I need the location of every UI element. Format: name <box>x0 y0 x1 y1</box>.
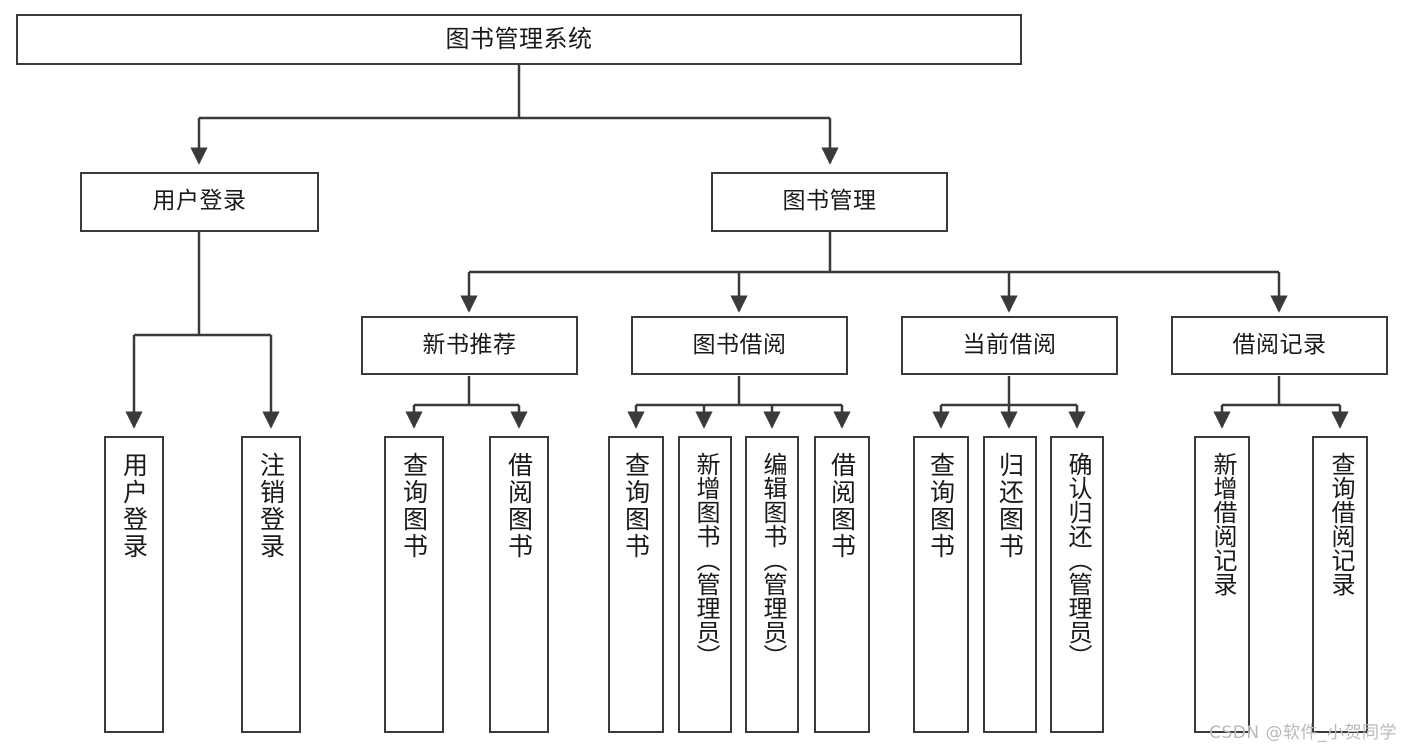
leaf-book-borrow-query[interactable]: 查询图书 <box>608 436 664 733</box>
leaf-user-login-login-label: 用户登录 <box>119 452 149 560</box>
leaf-new-book-borrow[interactable]: 借阅图书 <box>489 436 549 733</box>
leaf-book-borrow-edit[interactable]: 编辑图书（管理员） <box>745 436 799 733</box>
node-book-borrow[interactable]: 图书借阅 <box>631 316 848 375</box>
leaf-book-borrow-borrow[interactable]: 借阅图书 <box>814 436 870 733</box>
node-new-book-recommend-label: 新书推荐 <box>422 331 517 358</box>
leaf-current-borrow-return[interactable]: 归还图书 <box>983 436 1037 733</box>
leaf-book-borrow-add[interactable]: 新增图书（管理员） <box>678 436 732 733</box>
leaf-current-borrow-query-label: 查询图书 <box>926 452 956 560</box>
leaf-current-borrow-confirm[interactable]: 确认归还（管理员） <box>1050 436 1104 733</box>
leaf-book-borrow-borrow-label: 借阅图书 <box>827 452 857 560</box>
node-user-login-label: 用户登录 <box>152 188 247 215</box>
node-book-borrow-label: 图书借阅 <box>692 331 787 358</box>
leaf-current-borrow-query[interactable]: 查询图书 <box>913 436 969 733</box>
leaf-book-borrow-query-label: 查询图书 <box>621 452 651 560</box>
node-user-login[interactable]: 用户登录 <box>80 172 319 232</box>
node-current-borrow-label: 当前借阅 <box>962 331 1057 358</box>
leaf-book-borrow-add-label: 新增图书（管理员） <box>691 452 720 668</box>
node-new-book-recommend[interactable]: 新书推荐 <box>361 316 578 375</box>
leaf-user-login-logout-label: 注销登录 <box>256 452 286 560</box>
node-borrow-record-label: 借阅记录 <box>1232 331 1327 358</box>
leaf-new-book-query[interactable]: 查询图书 <box>384 436 444 733</box>
leaf-current-borrow-confirm-label: 确认归还（管理员） <box>1063 452 1092 668</box>
node-root[interactable]: 图书管理系统 <box>16 14 1022 65</box>
node-root-label: 图书管理系统 <box>445 25 593 54</box>
node-current-borrow[interactable]: 当前借阅 <box>901 316 1118 375</box>
leaf-borrow-record-query[interactable]: 查询借阅记录 <box>1312 436 1368 733</box>
leaf-user-login-login[interactable]: 用户登录 <box>104 436 164 733</box>
leaf-book-borrow-edit-label: 编辑图书（管理员） <box>758 452 787 668</box>
leaf-current-borrow-return-label: 归还图书 <box>995 452 1025 560</box>
node-book-management-label: 图书管理 <box>782 188 877 215</box>
node-borrow-record[interactable]: 借阅记录 <box>1171 316 1388 375</box>
leaf-borrow-record-add[interactable]: 新增借阅记录 <box>1194 436 1250 733</box>
leaf-user-login-logout[interactable]: 注销登录 <box>241 436 301 733</box>
leaf-new-book-borrow-label: 借阅图书 <box>504 452 534 560</box>
leaf-borrow-record-query-label: 查询借阅记录 <box>1326 452 1355 596</box>
node-book-management[interactable]: 图书管理 <box>711 172 948 232</box>
leaf-new-book-query-label: 查询图书 <box>399 452 429 560</box>
leaf-borrow-record-add-label: 新增借阅记录 <box>1208 452 1237 596</box>
